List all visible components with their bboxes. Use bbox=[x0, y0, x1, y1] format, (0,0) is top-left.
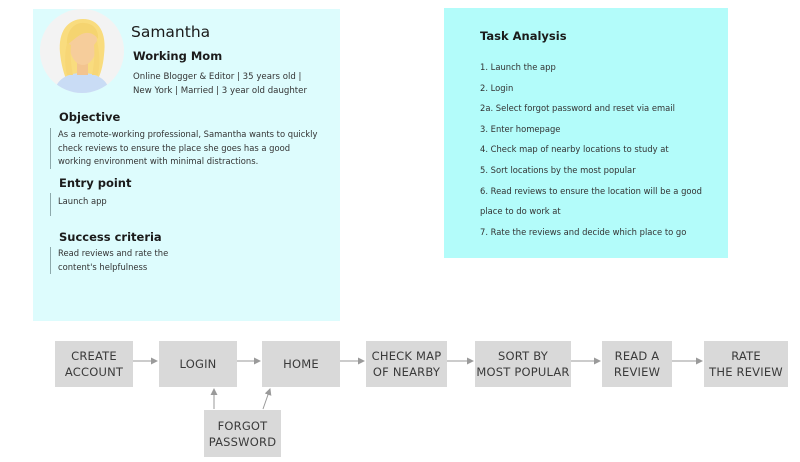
entry-point-heading: Entry point bbox=[59, 176, 132, 190]
success-criteria-line: content's helpfulness bbox=[58, 261, 148, 272]
flow-node-login: LOGIN bbox=[159, 341, 237, 387]
task-step: 5. Sort locations by the most popular bbox=[480, 164, 636, 175]
flow-node-sort: SORT BY MOST POPULAR bbox=[475, 341, 571, 387]
objective-body: As a remote-working professional, Samant… bbox=[50, 128, 328, 169]
task-step: 2a. Select forgot password and reset via… bbox=[480, 103, 675, 114]
objective-line: check reviews to ensure the place she go… bbox=[58, 142, 291, 153]
task-analysis-card: Task Analysis 1. Launch the app 2. Login… bbox=[444, 8, 728, 258]
task-step: 7. Rate the reviews and decide which pla… bbox=[480, 226, 687, 237]
entry-point-body: Launch app bbox=[50, 193, 107, 216]
task-step: 6. Read reviews to ensure the location w… bbox=[480, 185, 702, 196]
flow-node-label: CHECK MAP bbox=[371, 349, 442, 363]
persona-details: Online Blogger & Editor | 35 years old |… bbox=[133, 70, 333, 98]
flow-node-label: MOST POPULAR bbox=[476, 365, 570, 379]
flow-node-label: OF NEARBY bbox=[372, 365, 441, 379]
flow-node-create-account: CREATE ACCOUNT bbox=[55, 341, 133, 387]
flow-node-label: READ A bbox=[614, 349, 660, 363]
flow-node-label: REVIEW bbox=[613, 365, 661, 379]
flow-node-label: CREATE bbox=[71, 349, 117, 363]
task-step: place to do work at bbox=[480, 206, 561, 217]
task-analysis-title: Task Analysis bbox=[480, 29, 567, 43]
flow-node-label: ACCOUNT bbox=[64, 365, 124, 379]
flow-node-label: FORGOT bbox=[217, 418, 268, 433]
success-criteria-heading: Success criteria bbox=[59, 230, 162, 244]
avatar bbox=[40, 9, 124, 93]
success-criteria-body: Read reviews and rate the content's help… bbox=[50, 247, 168, 274]
persona-role: Working Mom bbox=[133, 49, 223, 63]
flow-node-label: RATE bbox=[731, 349, 761, 363]
flow-node-label: PASSWORD bbox=[208, 434, 277, 449]
success-criteria-line: Read reviews and rate the bbox=[58, 248, 169, 258]
task-step: 1. Launch the app bbox=[480, 62, 556, 72]
flow-node-read-review: READ A REVIEW bbox=[602, 341, 672, 387]
persona-card: Samantha Working Mom Online Blogger & Ed… bbox=[33, 9, 340, 321]
persona-details-line: Online Blogger & Editor | 35 years old | bbox=[133, 72, 302, 82]
persona-illustration bbox=[40, 9, 124, 93]
objective-line: As a remote-working professional, Samant… bbox=[58, 129, 318, 139]
flow-node-label: LOGIN bbox=[179, 357, 217, 371]
flow-node-home: HOME bbox=[262, 341, 340, 387]
arrow-forgot-to-home bbox=[262, 388, 272, 410]
flow-node-check-map: CHECK MAP OF NEARBY bbox=[366, 341, 447, 387]
objective-heading: Objective bbox=[59, 110, 121, 124]
task-step: 2. Login bbox=[480, 82, 514, 93]
persona-name: Samantha bbox=[131, 23, 211, 41]
entry-point-text: Launch app bbox=[58, 196, 107, 206]
flow-node-label: THE REVIEW bbox=[709, 365, 783, 379]
objective-line: working environment with minimal distrac… bbox=[58, 156, 259, 166]
persona-details-line: New York | Married | 3 year old daughter bbox=[133, 86, 307, 96]
task-analysis-list: 1. Launch the app 2. Login 2a. Select fo… bbox=[480, 57, 720, 242]
task-step: 4. Check map of nearby locations to stud… bbox=[480, 144, 669, 155]
flow-node-label: HOME bbox=[283, 357, 319, 371]
flow-node-rate-review: RATE THE REVIEW bbox=[704, 341, 788, 387]
flow-node-label: SORT BY bbox=[498, 349, 548, 363]
task-step: 3. Enter homepage bbox=[480, 123, 561, 134]
